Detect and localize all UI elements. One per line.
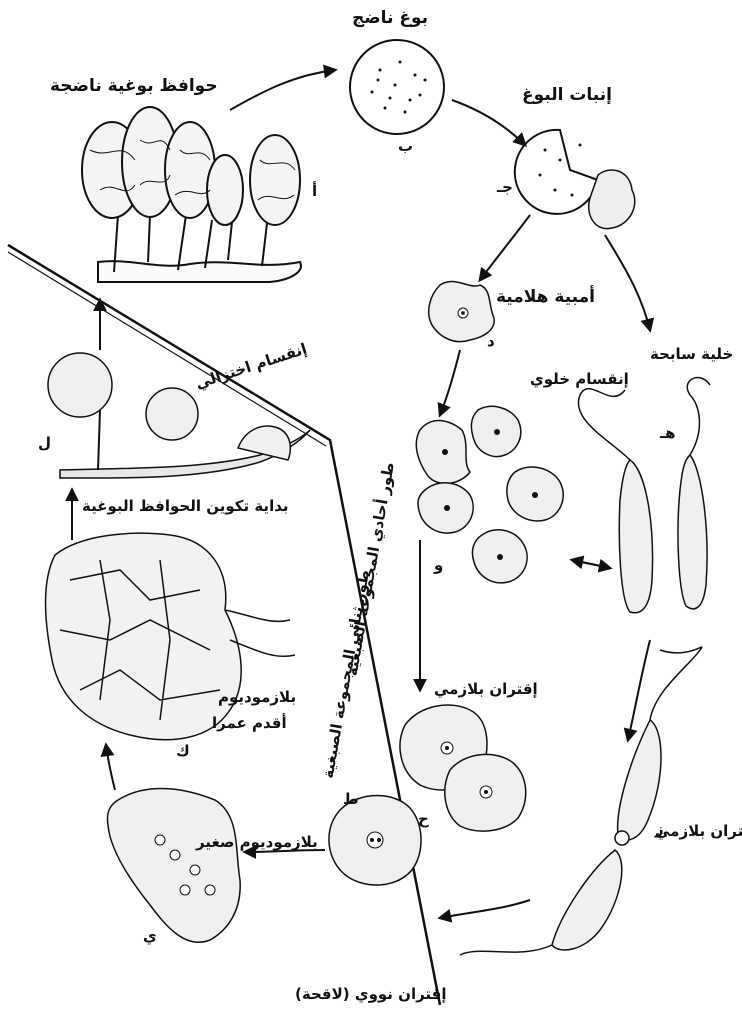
label-amoeba: أمبية هلامية [496,287,595,307]
label-young-plasmodium: بلازموديوم صغير [196,833,318,851]
young-plasmodium-drawing [107,788,240,942]
label-plasmogamy-amoeba: إقتران بلازمي [434,680,538,698]
letter-i: ط [343,790,359,808]
label-mature-sporangia: حوافظ بوغية ناضجة [50,76,218,96]
label-karyogamy: إقتران نووي (لاقحة) [295,985,447,1003]
zygote-drawing [329,796,421,886]
label-spore-germination: إنبات البوغ [522,85,612,105]
older-plasmodium-drawing [46,533,295,739]
label-cell-division: إنقسام خلوي [530,370,629,388]
letter-h: ح [418,810,429,828]
letter-a: أ [312,182,317,200]
arrow-fusion-to-zygote [440,900,530,918]
letter-g: ز [655,820,664,838]
letter-d: د [487,332,495,350]
letter-l: ل [38,434,51,452]
arrow-swarm-to-fusion [628,640,650,740]
mature-sporangia-drawing [82,107,301,282]
letter-k: ك [176,742,190,760]
arrow-amoeba-to-division [440,350,460,415]
arrow-sporangia-to-spore [230,70,335,110]
arrow-young-to-older [106,745,115,790]
letter-e: هـ [660,424,676,442]
arrow-germination-to-amoeba [480,215,530,280]
label-plasmogamy-swarm: إقتران بلازمي [655,822,742,840]
arrow-swap-right [572,560,610,568]
label-mature-spore: بوغ ناضج [352,8,428,28]
swarm-cells-drawing [619,455,707,613]
germinating-spore-drawing [515,130,635,229]
arrow-spore-to-germination [452,100,525,145]
label-older-plasmodium: بلازموديوم [218,688,296,706]
letter-j: ي [143,927,157,945]
amoeba-drawing [429,281,494,341]
label-swarm-cell: خلية سابحة [650,345,733,363]
arrow-germination-to-swarm [605,235,650,330]
letter-f: و [434,556,443,574]
fusing-swarm-cells-drawing [552,720,661,950]
label-older-plasmodium-age: أقدم عمرا [212,714,287,732]
label-sporangia-start: بداية تكوين الحوافظ البوغية [82,497,289,515]
letter-c: جـ [497,178,513,196]
mature-spore-drawing [350,40,444,134]
forming-sporangia-drawing [48,353,310,478]
letter-b: ب [398,137,413,155]
